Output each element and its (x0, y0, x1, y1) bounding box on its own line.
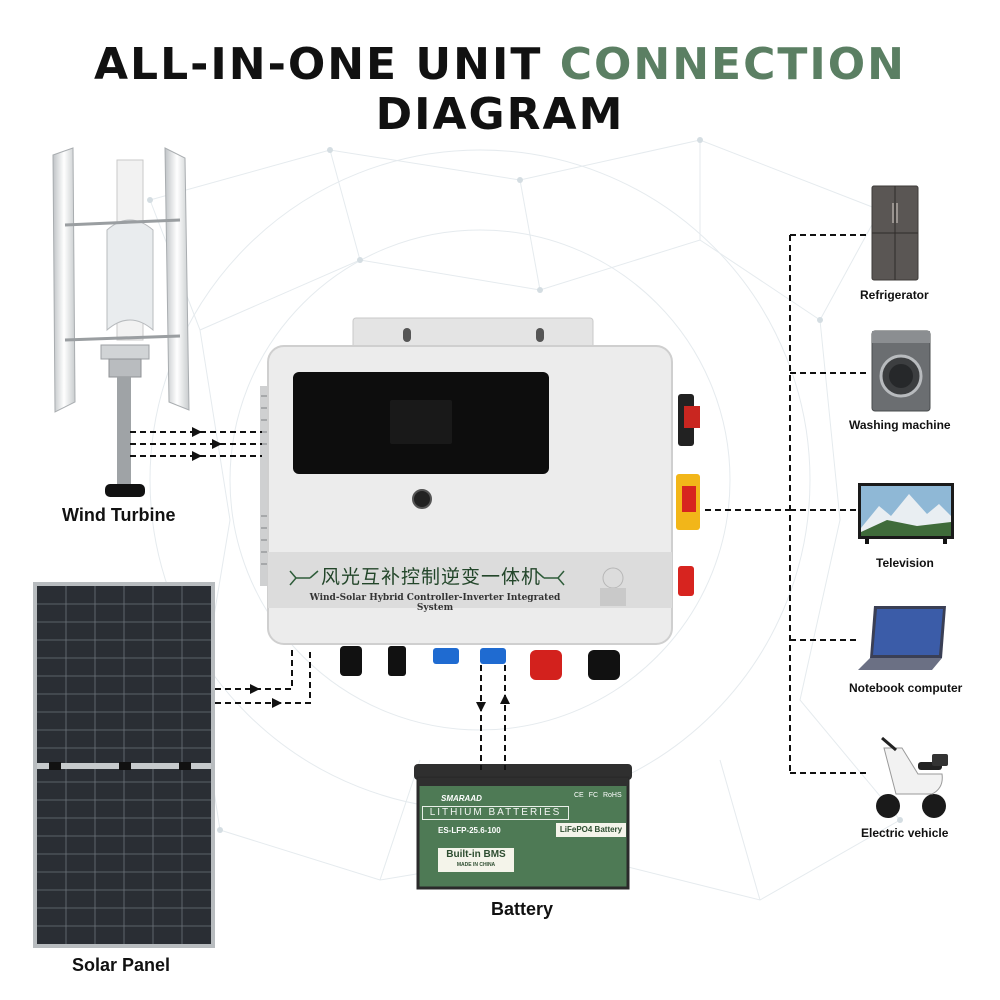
battery-brand: SMARAAD (441, 794, 482, 803)
inverter-display (390, 400, 452, 444)
solar-panel-label: Solar Panel (72, 955, 171, 975)
wind-turbine-icon (52, 147, 190, 497)
washing-machine-icon (871, 330, 931, 412)
electric-scooter-icon (876, 736, 948, 818)
cert-rohs: RoHS (602, 792, 622, 799)
inverter-power-button[interactable] (412, 489, 432, 509)
title-part-1: ALL-IN-ONE UNIT (93, 39, 560, 90)
battery-bms-text: Built-in BMS (446, 849, 506, 860)
load-label-notebook-computer: Notebook computer (849, 681, 963, 695)
page-title: ALL-IN-ONE UNIT CONNECTION DIAGRAM (0, 40, 1000, 140)
load-label-refrigerator: Refrigerator (860, 288, 929, 302)
battery-origin-text: MADE IN CHINA (456, 862, 496, 868)
load-label-washing-machine: Washing machine (849, 418, 951, 432)
laptop-icon (858, 606, 946, 670)
inverter-name-english: Wind-Solar Hybrid Controller-Inverter In… (309, 593, 561, 613)
load-label-electric-vehicle: Electric vehicle (861, 826, 949, 840)
battery-label: Battery (491, 899, 554, 919)
battery-header: LITHIUM BATTERIES (422, 806, 569, 820)
battery-model: ES-LFP-25.6-100 (438, 826, 501, 835)
title-part-2: CONNECTION (559, 39, 907, 90)
cert-fc: FC (588, 792, 599, 799)
cert-ce: CE (574, 792, 584, 799)
refrigerator-icon (871, 185, 919, 281)
battery-bms-badge: Built-in BMS MADE IN CHINA (438, 848, 514, 872)
television-icon (858, 483, 954, 544)
battery-type: LiFePO4 Battery (556, 823, 626, 837)
battery-certifications: CE FC RoHS (574, 792, 625, 799)
inverter-name-chinese: 风光互补控制逆变一体机 (320, 566, 541, 588)
load-label-television: Television (876, 556, 934, 570)
wind-turbine-label: Wind Turbine (62, 505, 176, 525)
title-line-2: DIAGRAM (375, 89, 625, 140)
solar-panel-icon (33, 582, 215, 948)
